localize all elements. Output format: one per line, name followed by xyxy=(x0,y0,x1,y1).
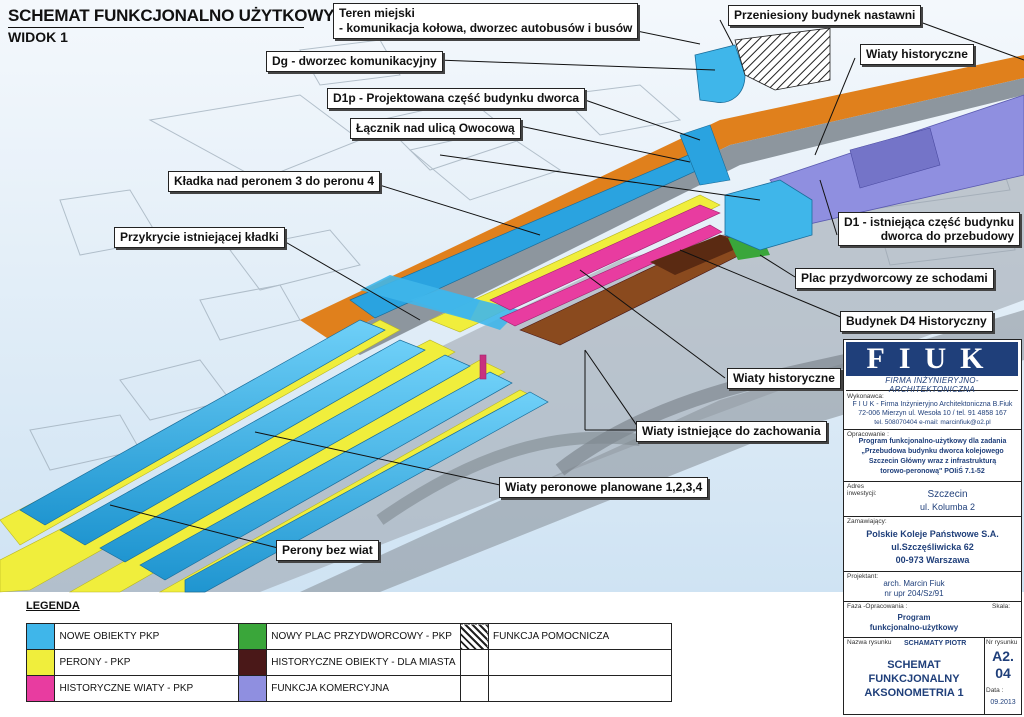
callout-przeniesiony-budynek: Przeniesiony budynek nastawni xyxy=(728,5,922,26)
tb-opracowanie-2: „Przebudowa budynku dworca kolejowego xyxy=(861,448,1004,455)
title-block: FIUK FIRMA INŻYNIERYJNO-ARCHITEKTONICZNA… xyxy=(843,339,1022,715)
legend-label-new-objects: NOWE OBIEKTY PKP xyxy=(54,623,239,650)
tb-projektant-1: arch. Marcin Fiuk xyxy=(883,579,945,588)
tb-nazwa-2: FUNKCJONALNY xyxy=(868,673,960,685)
tb-nazwa-label: Nazwa rysunku xyxy=(847,639,892,646)
tb-faza-1: Program xyxy=(897,613,931,622)
legend: LEGENDA NOWE OBIEKTY PKP NOWY PLAC PRZYD… xyxy=(22,600,672,710)
legend-label-historic-canopies: HISTORYCZNE WIATY - PKP xyxy=(54,675,239,702)
callout-perony-bez-wiat: Perony bez wiat xyxy=(276,540,379,561)
legend-swatch-platforms xyxy=(25,649,56,676)
legend-heading: LEGENDA xyxy=(26,600,80,612)
legend-label-new-plaza: NOWY PLAC PRZYDWORCOWY - PKP xyxy=(266,623,461,650)
drawing-title: SCHEMAT FUNKCJONALNO UŻYTKOWY xyxy=(8,6,335,25)
legend-swatch-commercial xyxy=(237,675,268,702)
tb-projektant-label: Projektant: xyxy=(847,573,879,580)
projected-station-d1p xyxy=(724,179,813,251)
legend-swatch-historic-objects xyxy=(237,649,268,676)
fiuk-logo: FIUK xyxy=(846,342,1018,376)
tb-opracowanie-1: Program funkcjonalno-użytkowy dla zadani… xyxy=(858,438,1007,445)
callout-d1-line1: D1 - istniejąca część budynku xyxy=(844,215,1015,229)
tb-nazwa-3: AKSONOMETRIA 1 xyxy=(864,687,964,699)
callout-dworzec-komunikacyjny: Dg - dworzec komunikacyjny xyxy=(266,51,443,72)
tb-projektant: Projektant: arch. Marcin Fiuk nr upr 204… xyxy=(844,571,1021,602)
street-road-edge xyxy=(330,78,1024,355)
tb-nr-1: A2. xyxy=(992,648,1014,664)
tb-wykonawca-2: 72-006 Mierzyn ul. Wesoła 10 / tel. 91 4… xyxy=(858,410,1007,417)
legend-swatch-new-objects xyxy=(25,623,56,650)
callout-d1-istniejaca: D1 - istniejąca część budynku dworca do … xyxy=(838,212,1021,246)
leader-lines xyxy=(109,19,1024,549)
legend-label-empty-2 xyxy=(488,675,672,702)
callout-wiaty-historyczne-top: Wiaty historyczne xyxy=(860,44,974,65)
tb-zamawiajacy-2: ul.Szczęśliwicka 62 xyxy=(891,542,974,552)
callout-d1p: D1p - Projektowana część budynku dworca xyxy=(327,88,586,109)
tb-faza: Faza -Opracowania : Skala: Program funkc… xyxy=(844,601,1021,638)
legend-label-historic-objects: HISTORYCZNE OBIEKTY - DLA MIASTA xyxy=(266,649,461,676)
tb-opracowanie-4: torowo-peronową" POIiŚ 7.1-52 xyxy=(880,468,985,475)
callout-d1-line2: dworca do przebudowy xyxy=(880,229,1015,243)
tb-opracowanie-label: Opracowanie : xyxy=(847,431,889,438)
legend-label-empty-1 xyxy=(488,649,672,676)
callout-plac-przydworcowy: Plac przydworcowy ze schodami xyxy=(795,268,994,289)
tb-nr-label: Nr rysunku xyxy=(986,639,1018,646)
tb-adres-1: Szczecin xyxy=(927,489,968,500)
callout-przykrycie-kladki: Przykrycie istniejącej kładki xyxy=(114,227,285,248)
tb-opracowanie-3: Szczecin Główny wraz z infrastrukturą xyxy=(868,458,997,465)
legend-swatch-historic-canopies xyxy=(25,675,56,702)
callout-kladka: Kładka nad peronem 3 do peronu 4 xyxy=(168,171,381,192)
tb-adres-label: Adres inwestycji: xyxy=(847,483,877,497)
legend-swatch-empty-2 xyxy=(459,675,490,702)
historic-canopies xyxy=(479,204,723,380)
legend-swatch-auxiliary xyxy=(459,623,490,650)
tb-zamawiajacy-3: 00-973 Warszawa xyxy=(895,555,970,565)
callout-teren-miejski: Teren miejski - komunikacja kołowa, dwor… xyxy=(333,3,639,39)
callout-wiaty-historyczne-mid: Wiaty historyczne xyxy=(727,368,841,389)
callout-wiaty-planowane: Wiaty peronowe planowane 1,2,3,4 xyxy=(499,477,709,498)
tb-nr-2: 04 xyxy=(995,665,1011,681)
tb-zamawiajacy-label: Zamawiający: xyxy=(847,518,887,525)
legend-label-auxiliary: FUNKCJA POMOCNICZA xyxy=(488,623,672,650)
tb-adres-2: ul. Kolumba 2 xyxy=(919,502,976,512)
tb-projektant-2: nr upr 204/Sz/91 xyxy=(884,589,944,598)
drawing-subtitle: WIDOK 1 xyxy=(8,29,68,45)
tb-zamawiajacy: Zamawiający: Polskie Koleje Państwowe S.… xyxy=(844,516,1021,572)
bus-station-dg xyxy=(694,44,746,103)
callout-teren-miejski-line2: - komunikacja kołowa, dworzec autobusów … xyxy=(339,21,633,35)
tb-wykonawca-1: F I U K - Firma Inżynieryjno Architekton… xyxy=(852,401,1013,408)
legend-label-platforms: PERONY - PKP xyxy=(54,649,239,676)
tb-nr: Nr rysunku A2. 04 Data : 09.2013 xyxy=(985,637,1021,714)
tb-faza-2: funkcjonalno-użytkowy xyxy=(869,623,959,632)
tb-nazwa-author: SCHAMATY PIOTR xyxy=(904,640,967,647)
callout-teren-miejski-line1: Teren miejski xyxy=(339,6,415,20)
tb-adres: Adres inwestycji: Szczecin ul. Kolumba 2 xyxy=(844,481,1021,517)
legend-swatch-new-plaza xyxy=(237,623,268,650)
tb-wykonawca: Wykonawca: F I U K - Firma Inżynieryjno … xyxy=(844,391,1021,430)
title-underline xyxy=(8,27,304,28)
tb-nazwa-1: SCHEMAT xyxy=(887,659,941,671)
callout-wiaty-istniejace: Wiaty istniejące do zachowania xyxy=(636,421,827,442)
tb-zamawiajacy-1: Polskie Koleje Państwowe S.A. xyxy=(866,529,999,539)
tb-opracowanie: Opracowanie : Program funkcjonalno-użytk… xyxy=(844,429,1021,482)
tb-wykonawca-label: Wykonawca: xyxy=(847,393,884,400)
callout-budynek-d4: Budynek D4 Historyczny xyxy=(840,311,993,332)
firm-name: FIRMA INŻYNIERYJNO-ARCHITEKTONICZNA xyxy=(846,376,1018,394)
tb-faza-label: Faza -Opracowania : xyxy=(847,603,908,610)
callout-lacznik: Łącznik nad ulicą Owocową xyxy=(350,118,521,139)
tb-data-val: 09.2013 xyxy=(990,699,1016,706)
legend-label-commercial: FUNKCJA KOMERCYJNA xyxy=(266,675,461,702)
tb-nazwa: Nazwa rysunku SCHAMATY PIOTR SCHEMAT FUN… xyxy=(844,637,985,714)
tb-wykonawca-3: tel. 508070404 e-mail: marcinfiuk@o2.pl xyxy=(874,419,991,426)
relocated-signal-box xyxy=(734,27,831,91)
tb-data-label: Data : xyxy=(986,687,1004,694)
legend-swatch-empty-1 xyxy=(459,649,490,676)
tb-skala-label: Skala: xyxy=(992,603,1011,610)
legend-table: NOWE OBIEKTY PKP NOWY PLAC PRZYDWORCOWY … xyxy=(25,623,672,702)
planned-canopies xyxy=(19,319,549,593)
